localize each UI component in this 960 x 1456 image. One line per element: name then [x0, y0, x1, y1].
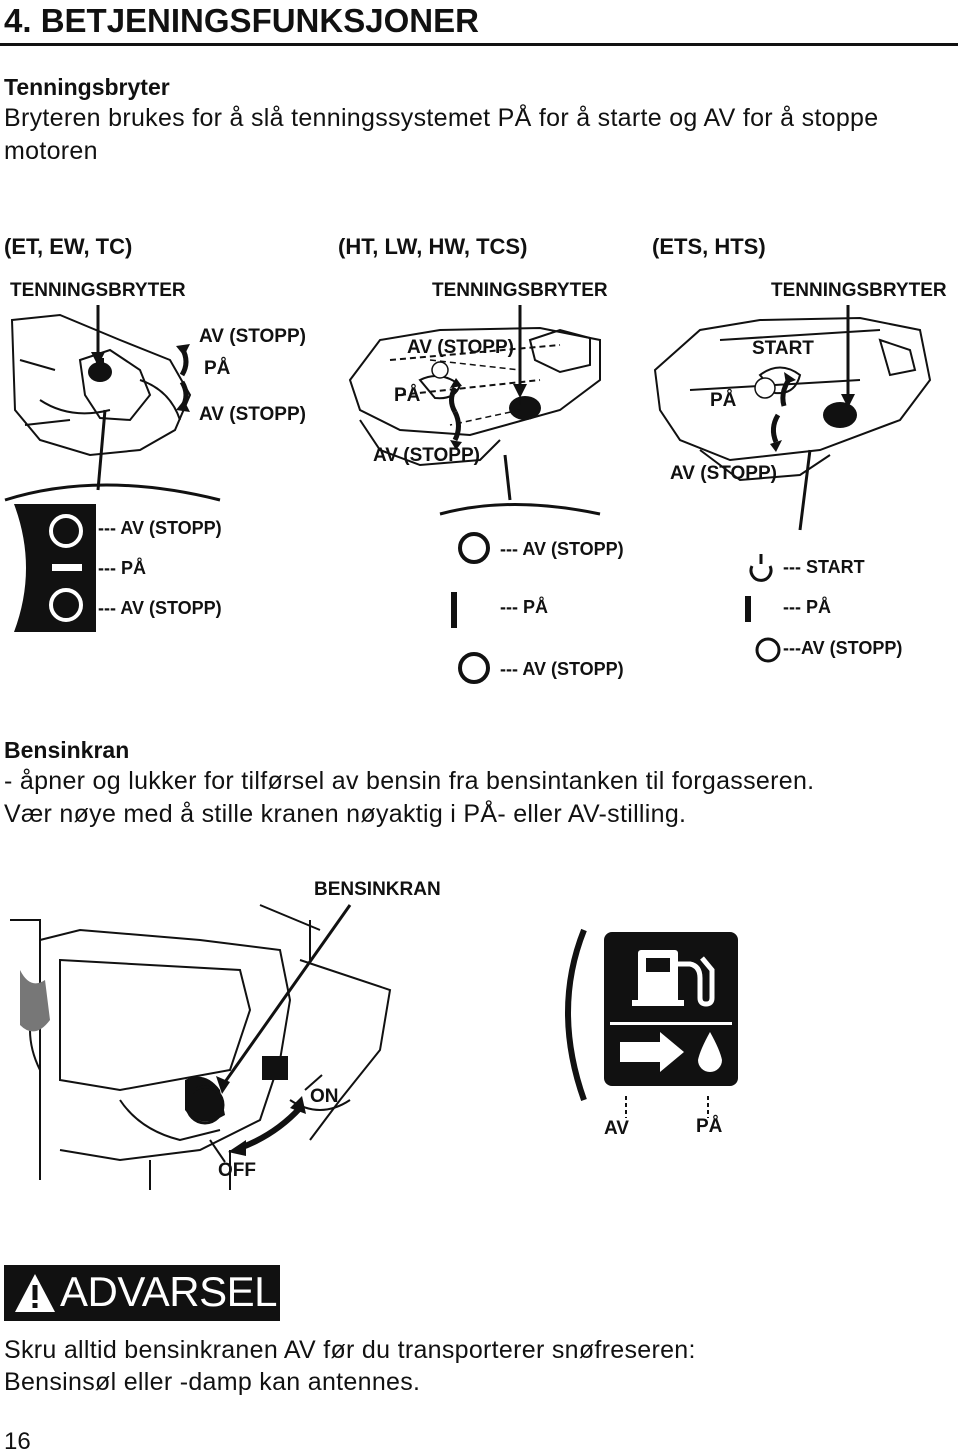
diagram-label-2-mid: PÅ	[394, 385, 421, 406]
diagram-label-1-top: AV (STOPP)	[199, 326, 306, 347]
diagram-label-2-bottom: AV (STOPP)	[373, 445, 480, 466]
switch-label-1: TENNINGSBRYTER	[10, 280, 186, 301]
symbol-label-1-off-bottom: --- AV (STOPP)	[98, 598, 222, 618]
fuel-valve-heading: Bensinkran	[4, 737, 130, 763]
warning-text-line1: Skru alltid bensinkranen AV før du trans…	[4, 1336, 696, 1364]
symbol-label-1-off-top: --- AV (STOPP)	[98, 518, 222, 538]
diagram-label-1-mid: PÅ	[204, 358, 231, 379]
symbol-label-3-start: --- START	[783, 557, 865, 577]
symbol-label-2-off-bottom: --- AV (STOPP)	[500, 659, 624, 679]
fuel-valve-off-label: OFF	[218, 1160, 256, 1181]
diagram-label-2-top: AV (STOPP)	[407, 337, 514, 358]
symbol-label-1-on: --- PÅ	[98, 558, 146, 578]
symbol-label-3-on: --- PÅ	[783, 597, 831, 617]
switch-symbol-panel-1	[14, 504, 96, 632]
fuel-valve-tick-marks	[625, 1096, 709, 1118]
header-rule	[0, 43, 958, 46]
fuel-valve-av-label: AV	[604, 1118, 629, 1139]
model-caption-ets-hts: (ETS, HTS)	[652, 234, 766, 259]
fuel-valve-text-line1: - åpner og lukker for tilførsel av bensi…	[4, 767, 815, 795]
diagram-label-1-bottom: AV (STOPP)	[199, 404, 306, 425]
symbol-label-2-on: --- PÅ	[500, 597, 548, 617]
ignition-engine-illustration	[4, 305, 932, 531]
model-caption-ht-lw-hw-tcs: (HT, LW, HW, TCS)	[338, 234, 528, 259]
switch-label-2: TENNINGSBRYTER	[432, 280, 608, 301]
section-title: 4. BETJENINGSFUNKSJONER	[4, 2, 479, 39]
fuel-valve-on-label: ON	[310, 1086, 339, 1107]
model-caption-et-ew-tc: (ET, EW, TC)	[4, 234, 133, 259]
page-number: 16	[4, 1428, 31, 1455]
diagram-label-3-bottom: AV (STOPP)	[670, 463, 777, 484]
fuel-valve-figure-label: BENSINKRAN	[314, 879, 441, 900]
warning-triangle-icon	[15, 1274, 55, 1312]
diagram-label-3-top: START	[752, 338, 814, 359]
ignition-heading: Tenningsbryter	[4, 74, 170, 100]
switch-symbol-panel-2	[451, 532, 490, 684]
warning-badge-label: ADVARSEL	[60, 1268, 277, 1315]
ignition-description: Bryteren brukes for å slå tenningssystem…	[4, 104, 879, 165]
switch-symbol-panel-3	[745, 554, 781, 663]
symbol-label-3-off: ---AV (STOPP)	[783, 638, 903, 658]
symbol-label-2-off-top: --- AV (STOPP)	[500, 539, 624, 559]
diagram-label-3-mid: PÅ	[710, 390, 737, 411]
fuel-valve-text-line2: Vær nøye med å stille kranen nøyaktig i …	[4, 800, 687, 828]
switch-label-3: TENNINGSBRYTER	[771, 280, 947, 301]
fuel-valve-symbol	[565, 928, 738, 1102]
fuel-valve-pa-label: PÅ	[696, 1116, 723, 1137]
warning-text-line2: Bensinsøl eller -damp kan antennes.	[4, 1368, 421, 1396]
fuel-valve-illustration	[10, 904, 392, 1190]
